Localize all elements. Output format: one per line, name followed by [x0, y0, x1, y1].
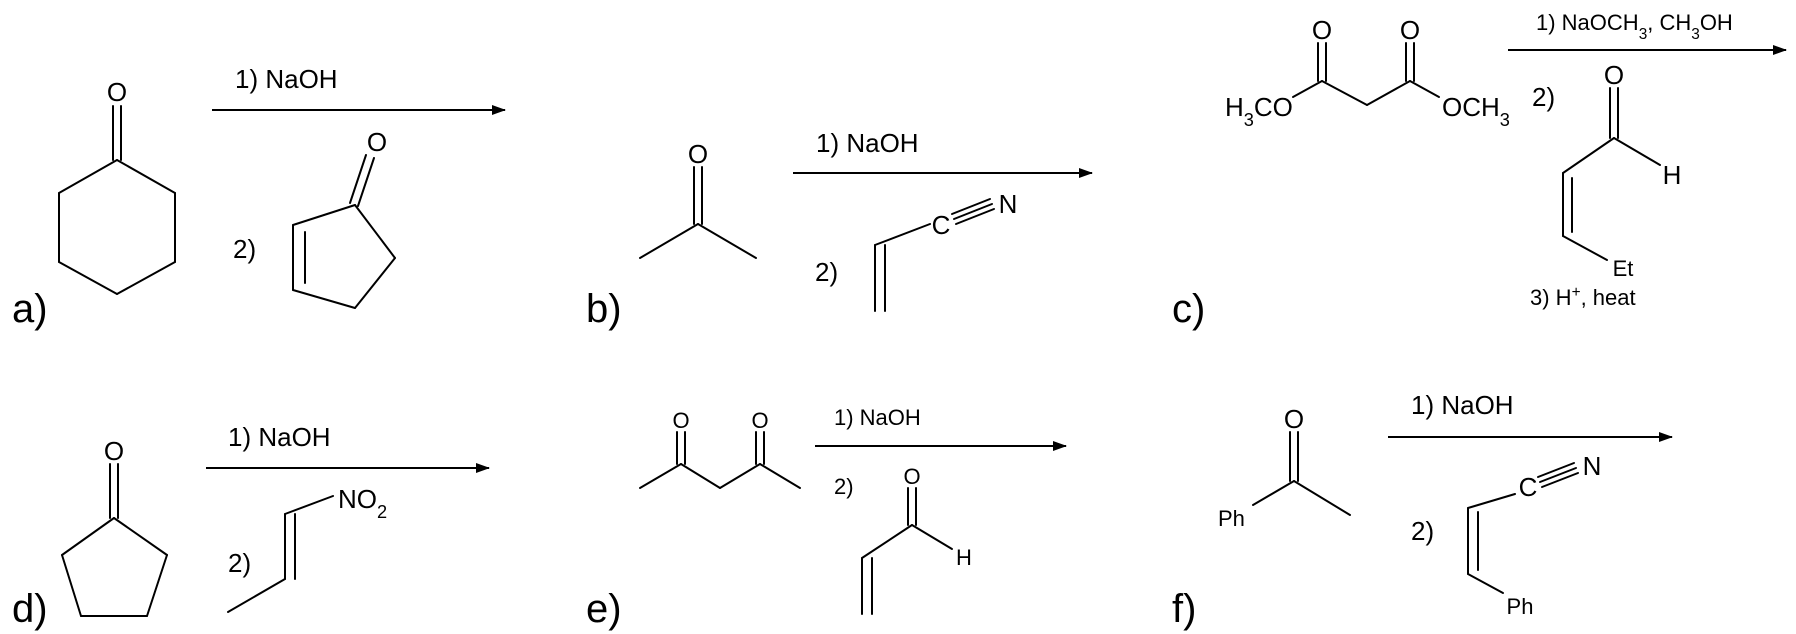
nitropropene: NO2 — [227, 484, 387, 613]
reagent-step-1-f: 1) NaOH — [1411, 390, 1514, 420]
acetone: O — [639, 139, 757, 259]
part-label-b: b) — [586, 287, 622, 331]
oxygen-atom: O — [1604, 60, 1624, 90]
cyclohexanone: O — [58, 77, 176, 295]
reagent-step-1-a: 1) NaOH — [235, 64, 338, 94]
acrylonitrile: C N — [874, 189, 1018, 312]
reaction-b: O 1) NaOH 2) C N b) — [586, 128, 1093, 331]
oxygen-atom: O — [367, 127, 387, 157]
reaction-a: O 1) NaOH 2) O a) — [12, 64, 506, 331]
oxygen-atom: O — [751, 408, 768, 433]
oxygen-atom: O — [1312, 15, 1332, 45]
oxygen-atom: O — [672, 408, 689, 433]
reagent-step-2-c: 2) — [1532, 82, 1555, 112]
ethyl-group: Et — [1613, 256, 1634, 281]
acetylacetone: O O — [639, 408, 801, 489]
methoxy-group-right: OCH3 — [1442, 92, 1510, 130]
nitrogen-atom: N — [999, 189, 1018, 219]
reaction-e: O O 1) NaOH 2) O H e) — [586, 405, 1067, 631]
carbon-atom: C — [932, 210, 951, 240]
nitro-group: NO2 — [338, 484, 387, 522]
pentenal: O H Et — [1562, 60, 1682, 281]
oxygen-atom: O — [903, 464, 920, 489]
reagent-step-1-d: 1) NaOH — [228, 422, 331, 452]
reaction-d: O 1) NaOH 2) NO2 d) — [12, 422, 490, 631]
reagent-step-2-a: 2) — [233, 234, 256, 264]
cyclopentanone: O — [61, 436, 168, 617]
acrolein: O H — [861, 464, 972, 615]
hydrogen-atom: H — [1663, 160, 1682, 190]
reagent-step-2-b: 2) — [815, 257, 838, 287]
cinnamonitrile: C N Ph — [1467, 451, 1602, 619]
oxygen-atom: O — [688, 139, 708, 169]
reagent-step-2-f: 2) — [1411, 516, 1434, 546]
dimethyl-malonate: O O H3CO OCH3 — [1225, 15, 1510, 130]
reagent-step-1-c: 1) NaOCH3, CH3OH — [1536, 10, 1733, 43]
reagent-step-1-b: 1) NaOH — [816, 128, 919, 158]
oxygen-atom: O — [104, 436, 124, 466]
reagent-step-3-c: 3) H+, heat — [1530, 284, 1636, 311]
phenyl-group: Ph — [1218, 506, 1245, 531]
nitrogen-atom: N — [1583, 451, 1602, 481]
methoxy-group-left: H3CO — [1225, 92, 1293, 130]
part-label-a: a) — [12, 287, 48, 331]
reagent-step-2-d: 2) — [228, 548, 251, 578]
part-label-e: e) — [586, 587, 622, 631]
oxygen-atom: O — [1284, 404, 1304, 434]
reaction-f: O Ph 1) NaOH 2) C N Ph f) — [1172, 390, 1673, 631]
reagent-step-1-e: 1) NaOH — [834, 405, 921, 430]
reagent-step-2-e: 2) — [834, 474, 854, 499]
phenyl-group: Ph — [1507, 594, 1534, 619]
hydrogen-atom: H — [956, 545, 972, 570]
reaction-c: O O H3CO OCH3 1) NaOCH3, CH3OH 2) O H Et… — [1172, 10, 1787, 331]
part-label-f: f) — [1172, 587, 1196, 631]
cyclopentenone: O — [292, 127, 396, 309]
part-label-c: c) — [1172, 287, 1205, 331]
acetophenone: O Ph — [1218, 404, 1351, 531]
part-label-d: d) — [12, 587, 48, 631]
carbon-atom: C — [1519, 472, 1538, 502]
oxygen-atom: O — [107, 77, 127, 107]
oxygen-atom: O — [1400, 15, 1420, 45]
